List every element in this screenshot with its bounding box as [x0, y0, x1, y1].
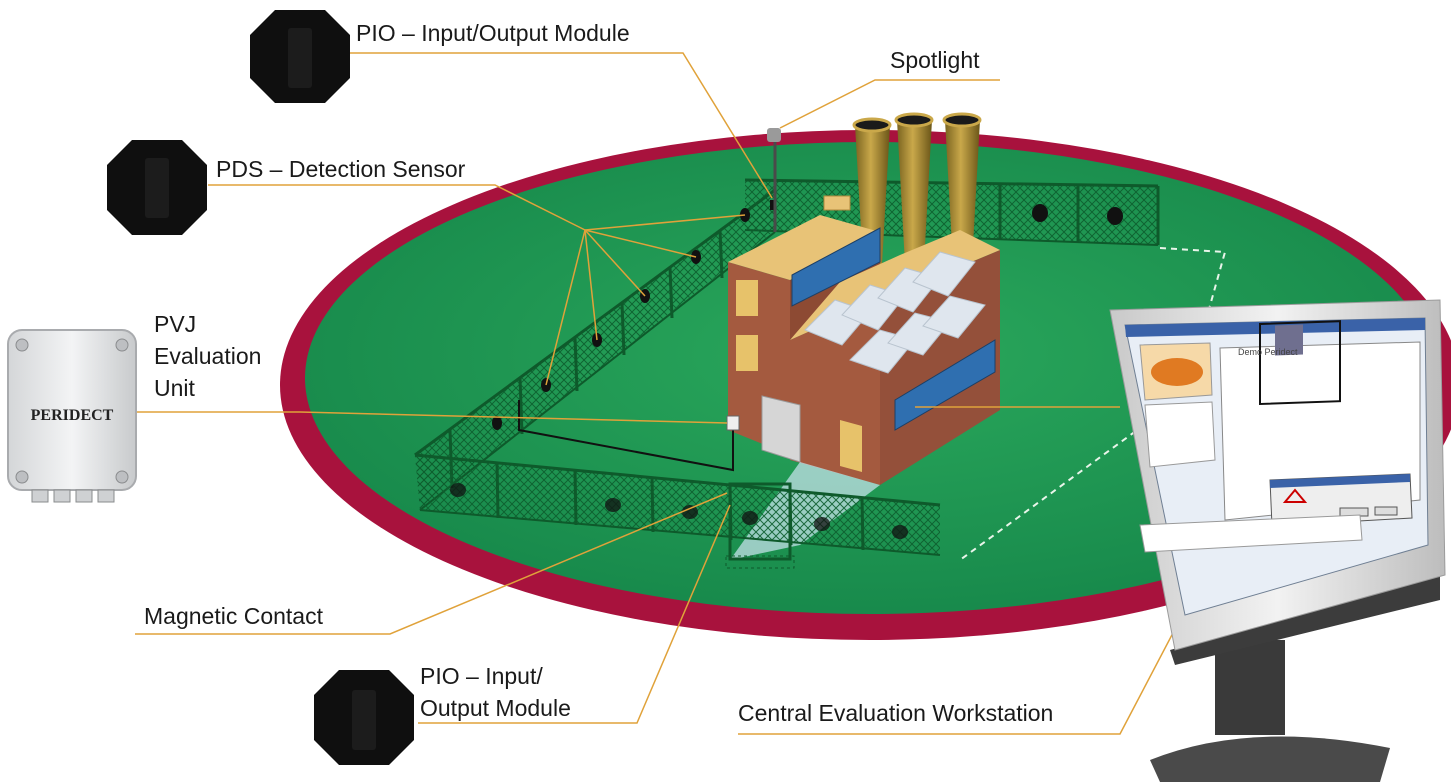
gate: [728, 482, 792, 561]
pds-sensor: [1032, 204, 1048, 222]
pvj-small: [726, 415, 740, 431]
gate-dashed-area: [725, 555, 795, 569]
roller-door: [761, 395, 801, 463]
pds-label: PDS – Detection Sensor: [216, 156, 466, 182]
pio-module: [770, 200, 776, 210]
glass-roof: [804, 251, 986, 374]
pds-sensor: [492, 416, 502, 430]
workstation-monitor: Demo Peridect: [1109, 299, 1446, 782]
monitor-tab-label: Demo Peridect: [1238, 347, 1298, 357]
cable: [518, 400, 734, 472]
factory-building: [728, 195, 1000, 485]
spotlight: [767, 128, 781, 232]
pio-top-label: PIO – Input/Output Module: [356, 20, 630, 46]
pds-sensor: [682, 505, 698, 519]
pio-module-top-icon: [250, 10, 350, 103]
pds-sensor: [450, 483, 466, 497]
spotlight-label: Spotlight: [890, 47, 980, 73]
pds-sensor: [742, 511, 758, 525]
dashed-boundary: [959, 247, 1227, 561]
pvj-unit-icon: PERIDECT: [7, 329, 137, 503]
pio-bottom-label: PIO – Input/ Output Module: [420, 663, 571, 721]
workstation-label: Central Evaluation Workstation: [738, 700, 1054, 726]
front-fence: [414, 453, 941, 569]
leader-lines: [135, 52, 1186, 735]
pds-sensor: [605, 498, 621, 512]
pds-sensor: [814, 517, 830, 531]
pds-sensor: [892, 525, 908, 539]
pvj-label: PVJ Evaluation Unit: [154, 311, 262, 401]
magnetic-contact-label: Magnetic Contact: [144, 603, 323, 629]
pvj-brand-label: PERIDECT: [31, 407, 114, 424]
pds-sensor: [1107, 207, 1123, 225]
pds-sensor-icon: [107, 140, 207, 235]
pio-module-bottom-icon: [314, 670, 414, 765]
